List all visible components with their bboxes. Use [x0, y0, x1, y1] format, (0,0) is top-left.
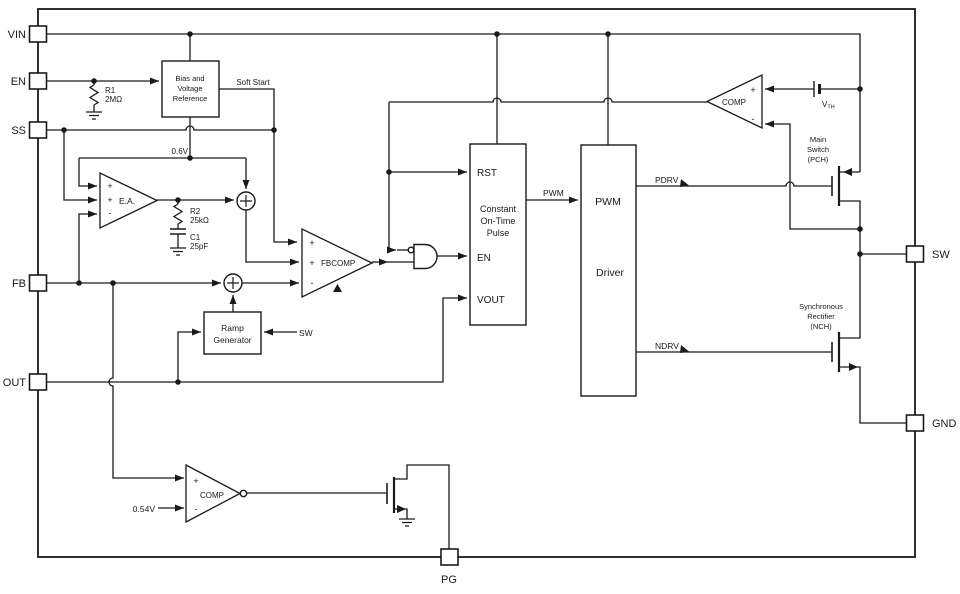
pin-fb-label: FB — [12, 278, 26, 290]
driver-line1: PWM — [595, 196, 621, 208]
cot-port-rst: RST — [477, 168, 497, 179]
ea-plus2: + — [107, 195, 112, 205]
cot-port-en: EN — [477, 253, 491, 264]
resistor-r2: R2 25kΩ — [172, 203, 209, 225]
main-switch-line3: (PCH) — [808, 155, 829, 164]
pmos-source-arrow-icon — [843, 168, 852, 176]
sw-feedback-label: SW — [299, 328, 313, 338]
pdrv-label: PDRV — [655, 175, 679, 185]
bias-line2: Voltage — [177, 84, 202, 93]
cot-line1: Constant — [480, 204, 517, 214]
junction-dots — [61, 31, 863, 385]
cot-line3: Pulse — [487, 228, 510, 238]
pg-comparator: + COMP - — [185, 463, 248, 524]
driver-line2: Driver — [596, 267, 625, 279]
bias-line3: Reference — [173, 94, 208, 103]
pin-gnd-label: GND — [932, 418, 957, 430]
pgcomp-minus: - — [195, 504, 198, 514]
pin-ss: SS — [11, 121, 48, 139]
pin-en: EN — [11, 72, 48, 90]
pgcomp-plus: + — [193, 476, 198, 486]
r2-value: 25kΩ — [190, 216, 209, 225]
soft-start-label: Soft Start — [236, 78, 270, 87]
pin-out-label: OUT — [3, 377, 27, 389]
nmos-source-arrow-icon — [397, 505, 406, 513]
bias-block: Bias and Voltage Reference — [161, 60, 220, 118]
vth-label: VTH — [822, 100, 835, 111]
sync-rect-line2: Rectifier — [807, 312, 835, 321]
invert-bubble-icon — [407, 246, 415, 254]
fb-comparator-label: FBCOMP — [321, 259, 355, 268]
summing-junction-2 — [223, 273, 243, 293]
ndrv-label: NDRV — [655, 341, 679, 351]
pin-fb: FB — [12, 274, 48, 292]
r1-value: 2MΩ — [105, 95, 122, 104]
fbcomp-plus2: + — [309, 258, 314, 268]
ea-minus: - — [109, 208, 112, 218]
cot-port-vout: VOUT — [477, 295, 505, 306]
pin-pg-label: PG — [441, 574, 457, 586]
error-amp: + + - E.A. — [99, 171, 159, 230]
c1-name: C1 — [190, 233, 201, 242]
ground-symbol-pg — [399, 518, 415, 527]
and-gate — [407, 243, 438, 270]
fb-comparator: + + - FBCOMP — [301, 227, 374, 299]
pwm-net-label: PWM — [543, 188, 564, 198]
pin-vin-label: VIN — [8, 29, 26, 41]
main-switch-line1: Main — [810, 135, 826, 144]
pin-sw: SW — [905, 245, 950, 263]
sync-rect-line1: Synchronous — [799, 302, 843, 311]
cot-line2: On-Time — [481, 216, 516, 226]
ground-symbol-c1 — [170, 247, 186, 256]
pin-pg: PG — [440, 548, 459, 586]
pg-comparator-label: COMP — [200, 491, 224, 500]
main-switch-line2: Switch — [807, 145, 829, 154]
sync-rectifier-nch: Synchronous Rectifier (NCH) — [799, 302, 858, 372]
hysteresis-icon — [333, 284, 342, 292]
comp-plus: + — [750, 85, 755, 95]
invert-bubble-icon — [239, 489, 248, 498]
ramp-line1: Ramp — [221, 323, 244, 333]
pin-gnd: GND — [905, 414, 957, 432]
pin-sw-label: SW — [932, 249, 950, 261]
r1-name: R1 — [105, 86, 116, 95]
fbcomp-plus1: + — [309, 238, 314, 248]
battery-vth: VTH — [813, 81, 835, 111]
cot-block: RST Constant On-Time Pulse EN VOUT — [469, 143, 527, 326]
capacitor-c1: C1 25pF — [170, 228, 208, 251]
bias-line1: Bias and — [175, 74, 204, 83]
c1-value: 25pF — [190, 242, 208, 251]
pin-vin: VIN — [8, 25, 48, 43]
ripple-comparator-label: COMP — [722, 98, 746, 107]
ndrv-arrow-icon — [680, 345, 689, 353]
vref-label: 0.6V — [172, 147, 189, 156]
ea-plus1: + — [107, 181, 112, 191]
driver-block: PWM Driver — [580, 144, 637, 397]
comp-minus: - — [752, 114, 755, 124]
pin-out: OUT — [3, 373, 48, 391]
r2-name: R2 — [190, 207, 201, 216]
ramp-line2: Generator — [213, 335, 251, 345]
pg-threshold-label: 0.54V — [133, 504, 156, 514]
summing-junction-1 — [236, 191, 256, 211]
error-amp-label: E.A. — [119, 196, 135, 206]
fbcomp-minus: - — [311, 278, 314, 288]
nmos-source-arrow-icon — [849, 363, 858, 371]
ground-symbol-r1 — [86, 111, 102, 120]
main-switch-pch: Main Switch (PCH) — [807, 135, 852, 206]
wires — [46, 33, 906, 549]
ramp-block: Ramp Generator — [203, 311, 262, 355]
resistor-r1: R1 2MΩ — [88, 84, 122, 106]
pdrv-arrow-icon — [680, 179, 689, 187]
pin-en-label: EN — [11, 76, 26, 88]
pin-ss-label: SS — [11, 125, 26, 137]
ripple-comparator: + - COMP — [705, 73, 763, 130]
pg-transistor — [386, 477, 406, 513]
sync-rect-line3: (NCH) — [810, 322, 832, 331]
